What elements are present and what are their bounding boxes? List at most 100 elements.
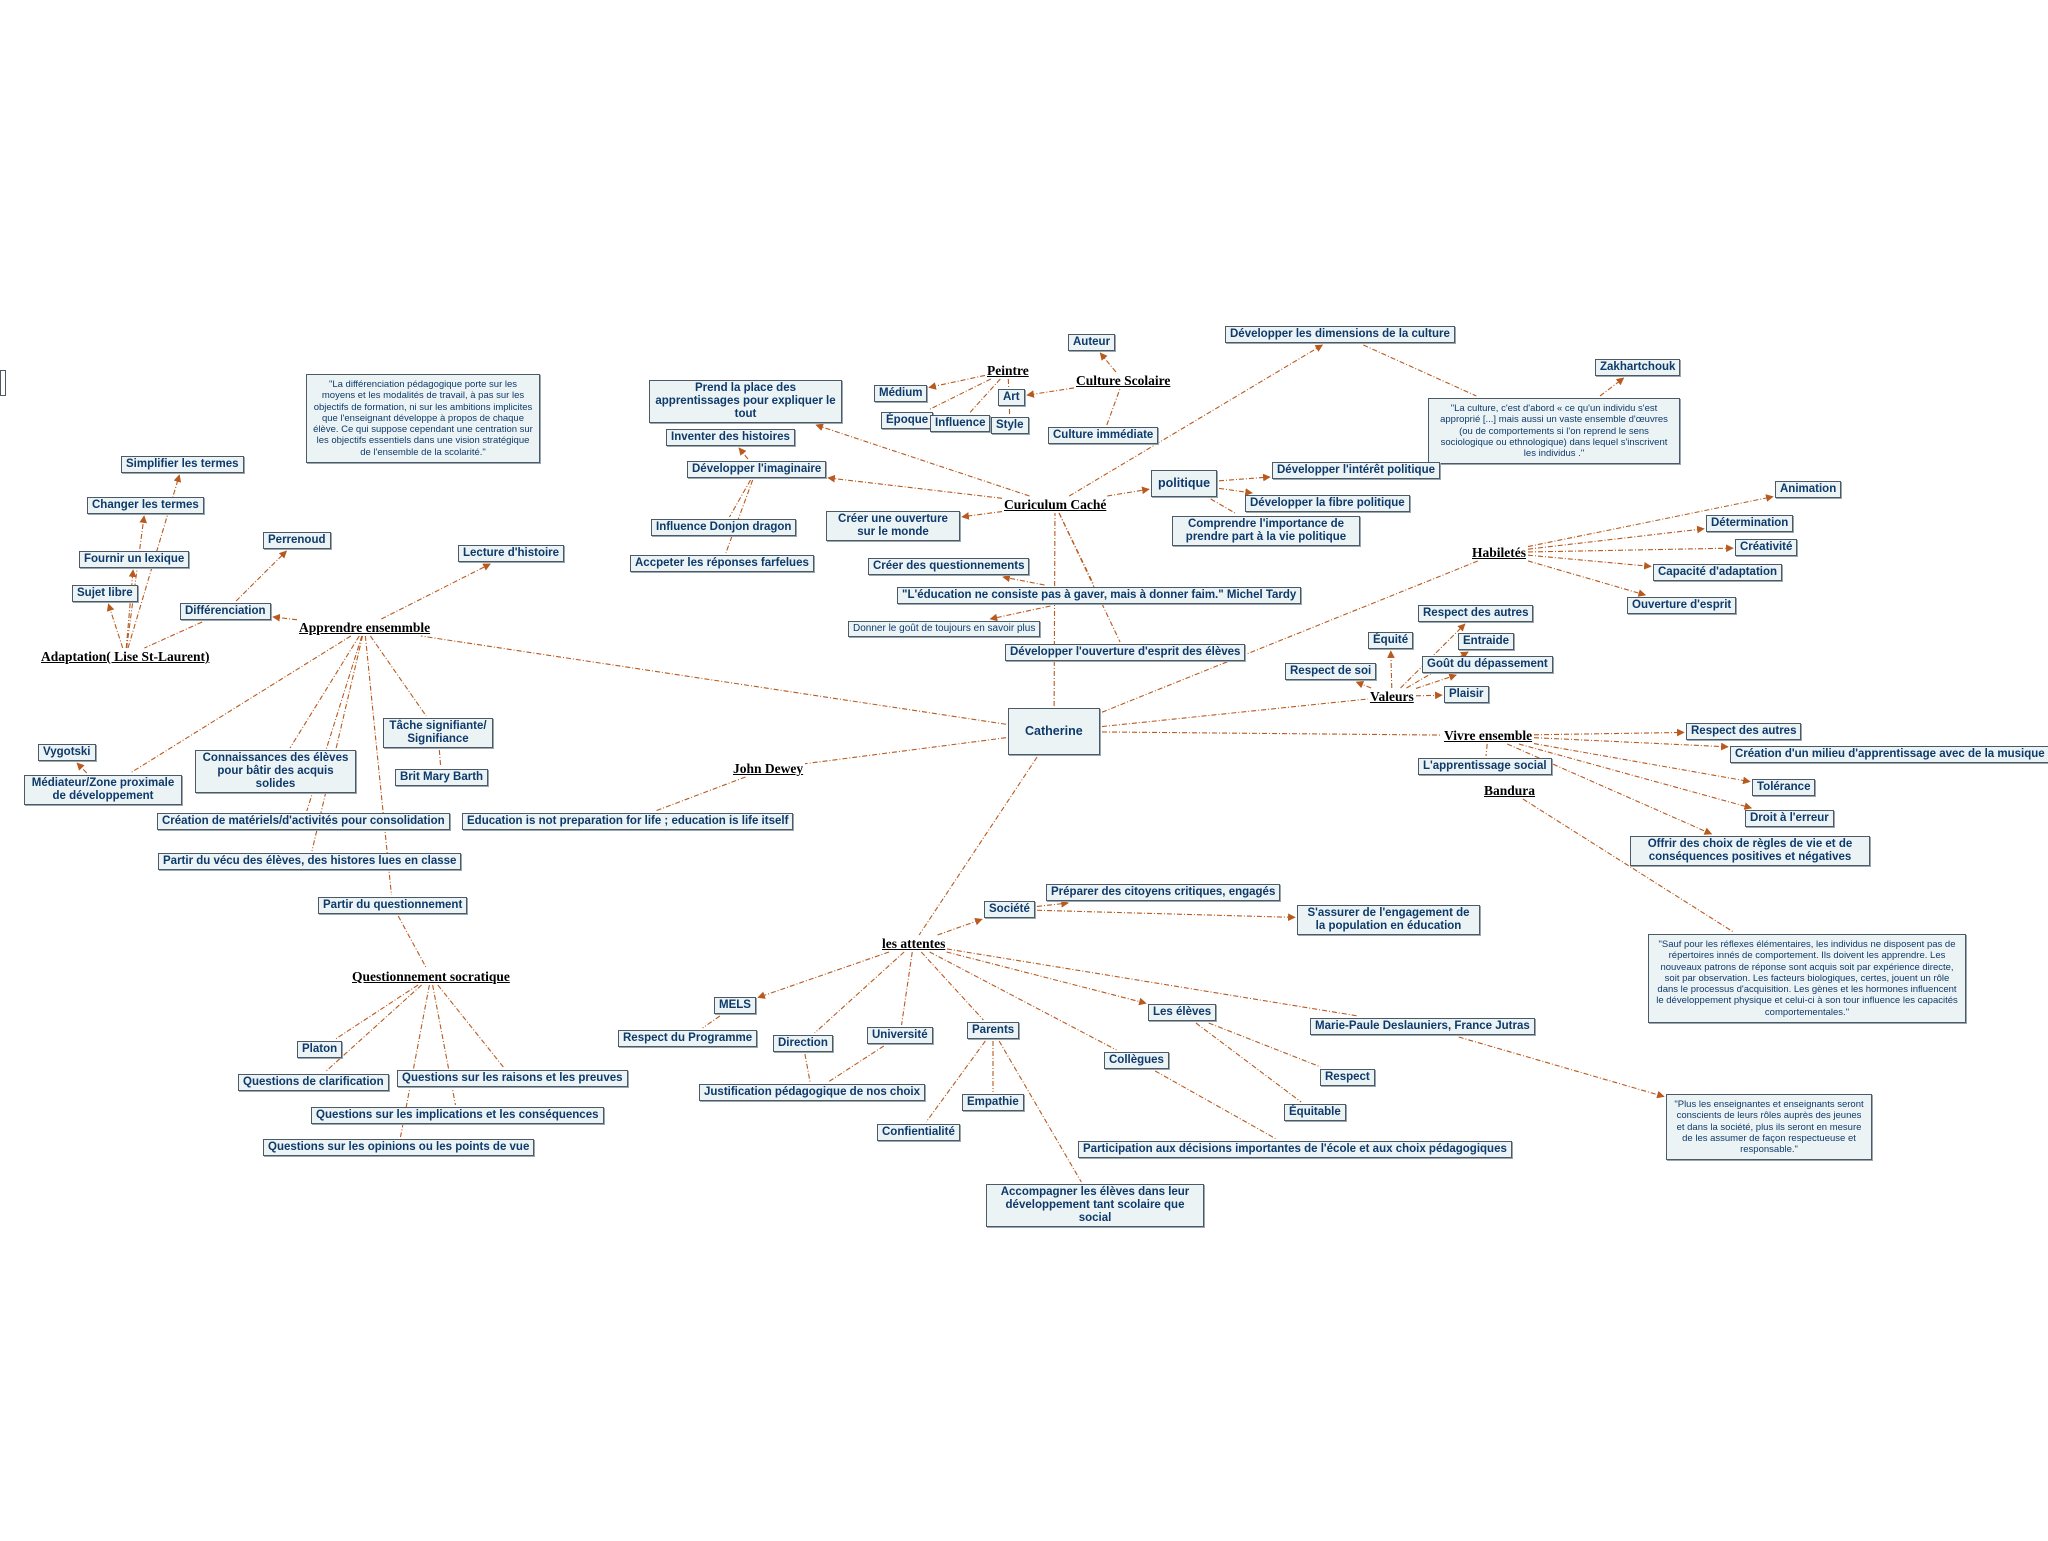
node-culture-scolaire[interactable]: Culture Scolaire — [1076, 373, 1171, 388]
node-questionnement-socratique[interactable]: Questionnement socratique — [352, 969, 510, 984]
node-dev-fibre-politique[interactable]: Développer la fibre politique — [1245, 495, 1410, 512]
node-questions-raisons[interactable]: Questions sur les raisons et les preuves — [397, 1070, 628, 1087]
node-politique[interactable]: politique — [1151, 470, 1218, 497]
node-questions-clarification[interactable]: Questions de clarification — [238, 1074, 389, 1091]
node-offrir-choix[interactable]: Offrir des choix de règles de vie et de … — [1630, 836, 1870, 866]
node-droit-erreur[interactable]: Droit à l'erreur — [1745, 810, 1834, 827]
link-politique-comprendre — [1210, 498, 1237, 515]
node-dev-imaginaire[interactable]: Développer l'imaginaire — [687, 461, 827, 478]
node-participation[interactable]: Participation aux décisions importantes … — [1078, 1141, 1512, 1158]
node-collegues[interactable]: Collègues — [1104, 1052, 1169, 1069]
node-prend-place[interactable]: Prend la place des apprentissages pour e… — [649, 380, 842, 423]
node-tolerance[interactable]: Tolérance — [1752, 779, 1816, 796]
node-partir-questionnement[interactable]: Partir du questionnement — [318, 897, 468, 914]
node-culture-immediate[interactable]: Culture immédiate — [1048, 427, 1159, 444]
node-tache-signifiante[interactable]: Tâche signifiante/ Signifiance — [383, 718, 493, 748]
node-donner-gout[interactable]: Donner le goût de toujours en savoir plu… — [848, 621, 1041, 637]
node-sujet-libre[interactable]: Sujet libre — [72, 585, 138, 602]
node-creer-questionnements[interactable]: Créer des questionnements — [868, 558, 1030, 575]
link-bandura-bandura-quote — [1522, 798, 1734, 933]
node-art[interactable]: Art — [998, 389, 1025, 406]
node-style[interactable]: Style — [991, 417, 1029, 434]
node-questions-implications[interactable]: Questions sur les implications et les co… — [311, 1107, 604, 1124]
node-universite[interactable]: Université — [867, 1027, 933, 1044]
node-preparer-citoyens[interactable]: Préparer des citoyens critiques, engagés — [1046, 884, 1281, 901]
node-influence-donjon[interactable]: Influence Donjon dragon — [651, 519, 797, 536]
link-habiletes-ouverture-esprit — [1527, 560, 1647, 597]
node-ouverture-esprit[interactable]: Ouverture d'esprit — [1627, 597, 1737, 614]
node-platon[interactable]: Platon — [297, 1041, 343, 1058]
node-comprendre-importance[interactable]: Comprendre l'importance de prendre part … — [1172, 516, 1360, 546]
node-accepter-reponses[interactable]: Accpeter les réponses farfelues — [630, 555, 814, 572]
node-questions-opinions[interactable]: Questions sur les opinions ou les points… — [263, 1139, 535, 1156]
quote-tardy[interactable]: "L'éducation ne consiste pas à gaver, ma… — [897, 587, 1302, 604]
node-mels[interactable]: MELS — [714, 997, 756, 1014]
node-adaptation-lise-st-laurent[interactable]: Adaptation( Lise St-Laurent) — [41, 649, 210, 664]
node-zakhartchouk[interactable]: Zakhartchouk — [1595, 359, 1681, 376]
link-parents-accompagner — [998, 1040, 1082, 1183]
node-simplifier-termes[interactable]: Simplifier les termes — [121, 456, 244, 473]
node-curriculum-cache[interactable]: Curiculum Caché — [1004, 497, 1107, 512]
node-differenciation[interactable]: Différenciation — [180, 603, 271, 620]
node-determination[interactable]: Détermination — [1706, 515, 1794, 532]
node-fournir-lexique[interactable]: Fournir un lexique — [79, 551, 190, 568]
node-respect-programme[interactable]: Respect du Programme — [618, 1030, 758, 1047]
node-confidentialite[interactable]: Confientialité — [877, 1124, 960, 1141]
node-respect-autres-vivre[interactable]: Respect des autres — [1686, 723, 1802, 740]
node-accompagner[interactable]: Accompagner les élèves dans leur dévelop… — [986, 1184, 1204, 1227]
node-john-dewey[interactable]: John Dewey — [733, 761, 804, 776]
link-culture-scolaire-art — [1026, 387, 1075, 398]
node-creer-ouverture[interactable]: Créer une ouverture sur le monde — [826, 511, 960, 541]
node-capacite-adaptation[interactable]: Capacité d'adaptation — [1653, 564, 1783, 581]
node-equite[interactable]: Équité — [1368, 632, 1414, 649]
node-deslauniers-jutras[interactable]: Marie-Paule Deslauniers, France Jutras — [1310, 1018, 1535, 1035]
node-connaissances-eleves[interactable]: Connaissances des élèves pour bâtir des … — [195, 750, 356, 793]
node-habiletes[interactable]: Habiletés — [1472, 545, 1526, 560]
node-les-eleves[interactable]: Les élèves — [1148, 1004, 1217, 1021]
quote-deslauniers: "Plus les enseignantes et enseignants se… — [1666, 1094, 1872, 1161]
node-gout-depassement[interactable]: Goût du dépassement — [1422, 656, 1553, 673]
node-justification[interactable]: Justification pédagogique de nos choix — [699, 1084, 925, 1101]
node-lecture-histoire[interactable]: Lecture d'histoire — [458, 545, 565, 562]
node-empathie[interactable]: Empathie — [962, 1094, 1024, 1111]
node-changer-termes[interactable]: Changer les termes — [87, 497, 204, 514]
node-equitable[interactable]: Équitable — [1284, 1104, 1346, 1121]
node-apprentissage-social[interactable]: L'apprentissage social — [1418, 758, 1552, 775]
node-catherine[interactable]: Catherine — [1008, 708, 1100, 755]
node-societe[interactable]: Société — [984, 901, 1035, 918]
node-medium[interactable]: Médium — [874, 385, 928, 402]
node-creativite[interactable]: Créativité — [1735, 539, 1798, 556]
node-vygotski[interactable]: Vygotski — [38, 744, 96, 761]
node-epoque[interactable]: Époque — [881, 412, 934, 429]
node-respect-autres-valeurs[interactable]: Respect des autres — [1418, 605, 1534, 622]
node-perrenoud[interactable]: Perrenoud — [263, 532, 331, 549]
node-bandura[interactable]: Bandura — [1484, 783, 1536, 798]
node-respect[interactable]: Respect — [1320, 1069, 1375, 1086]
node-auteur[interactable]: Auteur — [1068, 334, 1116, 351]
node-partir-vecu[interactable]: Partir du vécu des élèves, des histores … — [158, 853, 462, 870]
node-valeurs[interactable]: Valeurs — [1370, 689, 1414, 704]
node-vivre-ensemble[interactable]: Vivre ensemble — [1444, 728, 1533, 743]
node-entraide[interactable]: Entraide — [1458, 633, 1515, 650]
node-creation-milieu[interactable]: Création d'un milieu d'apprentissage ave… — [1730, 746, 2048, 763]
node-apprendre-ensemble[interactable]: Apprendre ensemmble — [299, 620, 431, 635]
node-assurer-engagement[interactable]: S'assurer de l'engagement de la populati… — [1297, 905, 1480, 935]
node-creation-materiels[interactable]: Création de matériels/d'activités pour c… — [157, 813, 450, 830]
node-parents[interactable]: Parents — [967, 1022, 1020, 1039]
node-inventer-histoires[interactable]: Inventer des histoires — [666, 429, 795, 446]
node-plaisir[interactable]: Plaisir — [1444, 686, 1489, 703]
quote-dewey[interactable]: Education is not preparation for life ; … — [462, 813, 794, 830]
node-dev-dimensions-culture[interactable]: Développer les dimensions de la culture — [1225, 326, 1455, 343]
edge-handle[interactable] — [0, 370, 6, 396]
node-direction[interactable]: Direction — [773, 1035, 833, 1052]
link-mediateur-vygotski — [76, 762, 88, 774]
node-peintre[interactable]: Peintre — [987, 363, 1029, 378]
node-animation[interactable]: Animation — [1775, 481, 1842, 498]
node-brit-mary-barth[interactable]: Brit Mary Barth — [395, 769, 489, 786]
node-influence[interactable]: Influence — [930, 415, 991, 432]
node-dev-ouverture-esprit[interactable]: Développer l'ouverture d'esprit des élèv… — [1005, 644, 1246, 661]
node-respect-soi[interactable]: Respect de soi — [1285, 663, 1377, 680]
node-dev-interet-politique[interactable]: Développer l'intérêt politique — [1272, 462, 1441, 479]
node-les-attentes[interactable]: les attentes — [882, 936, 946, 951]
node-mediateur-zone-proximale[interactable]: Médiateur/Zone proximale de développemen… — [24, 775, 182, 805]
